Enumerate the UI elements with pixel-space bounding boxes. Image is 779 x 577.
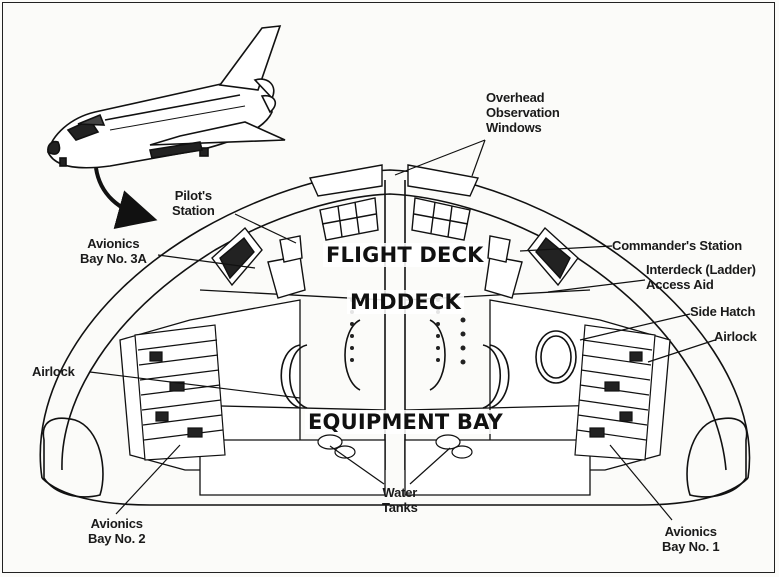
label-interdeck-access: Interdeck (Ladder) Access Aid xyxy=(646,262,756,292)
label-pilots-station: Pilot's Station xyxy=(172,188,215,218)
title-middeck: MIDDECK xyxy=(347,290,465,314)
label-side-hatch: Side Hatch xyxy=(690,304,756,319)
avionics-bay-left xyxy=(134,324,226,461)
title-flight-deck: FLIGHT DECK xyxy=(323,243,487,267)
label-airlock-left: Airlock xyxy=(32,364,75,379)
label-commanders-station: Commander's Station xyxy=(612,238,743,253)
label-avionics-bay-3a: Avionics Bay No. 3A xyxy=(80,236,147,266)
crew-seats xyxy=(267,235,523,299)
label-airlock-right: Airlock xyxy=(714,329,757,344)
leader-lines xyxy=(89,139,716,521)
airlock-and-hatch xyxy=(280,319,577,409)
forward-windows xyxy=(211,226,579,287)
water-tanks-drawing xyxy=(317,434,473,459)
title-equipment-bay: EQUIPMENT BAY xyxy=(305,410,506,434)
avionics-bay-right xyxy=(574,324,656,461)
label-overhead-windows: Overhead Observation Windows xyxy=(486,90,560,135)
label-water-tanks: Water Tanks xyxy=(382,485,418,515)
shuttle-thumbnail xyxy=(47,25,286,229)
label-avionics-bay-2: Avionics Bay No. 2 xyxy=(88,516,146,546)
label-avionics-bay-1: Avionics Bay No. 1 xyxy=(662,524,720,554)
overhead-windows-drawing xyxy=(308,164,479,241)
crew-module-outline xyxy=(39,169,751,506)
